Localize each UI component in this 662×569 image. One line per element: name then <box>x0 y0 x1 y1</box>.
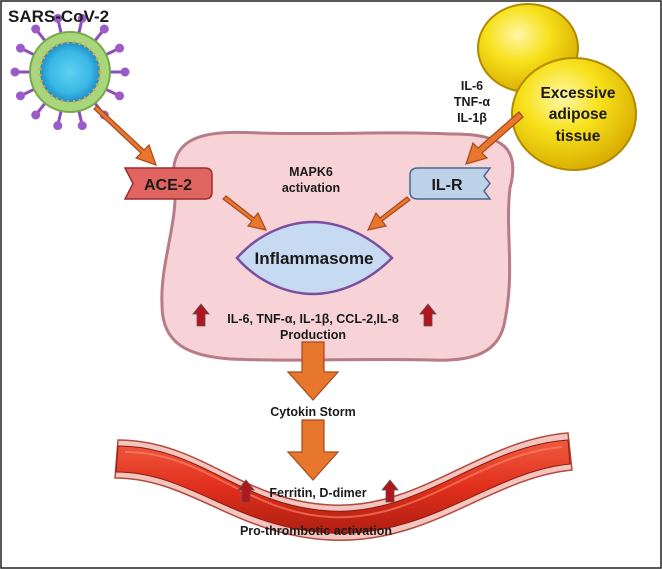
vessel-highlight <box>124 446 563 519</box>
production-label: Production <box>280 328 346 342</box>
virus-spike-head <box>10 67 20 77</box>
adipocyte-front <box>511 57 637 171</box>
virus-spike-head <box>120 67 130 77</box>
adipose-label-2: adipose <box>549 106 608 123</box>
virus-spike-head <box>31 24 41 34</box>
virus-icon <box>10 13 130 131</box>
adipose-label-1: Excessive <box>541 85 616 102</box>
virus-spike-head <box>77 121 87 131</box>
virus-spike-head <box>15 43 25 53</box>
mapk-label-1: MAPK6 <box>289 165 333 179</box>
prothrombotic-label: Pro-thrombotic activation <box>240 524 392 538</box>
virus-spike-head <box>15 91 25 101</box>
cytokine-storm-label: Cytokin Storm <box>270 405 355 419</box>
up-arrow-icon <box>381 479 399 503</box>
arrow-storm-to-vessel <box>286 419 340 481</box>
production-cytokines: IL-6, TNF-α, IL-1β, CCL-2,IL-8 <box>227 312 399 326</box>
adipose-label-3: tissue <box>556 128 601 145</box>
vessel-wall <box>114 432 573 541</box>
adipose-cytokine-1: IL-6 <box>461 79 483 93</box>
virus-label: SARS-CoV-2 <box>8 7 109 26</box>
up-arrow-icon <box>192 303 210 327</box>
adipose-icon <box>477 3 637 171</box>
up-arrow-icon <box>237 479 255 503</box>
arrow-virus-to-ace2 <box>93 105 157 166</box>
virus-spike-head <box>77 13 87 23</box>
arrow-ace2-to-inflammasome <box>222 195 268 231</box>
vessel-lumen <box>115 439 571 534</box>
blood-vessel <box>114 432 573 541</box>
virus-rna-ring <box>38 40 102 104</box>
ilr-receptor <box>409 167 492 200</box>
virus-spike-head <box>115 91 125 101</box>
adipose-cytokine-3: IL-1β <box>457 111 487 125</box>
inflammasome-shape <box>235 220 394 296</box>
virus-core <box>40 42 100 102</box>
arrow-adipose-to-ilr <box>465 111 524 165</box>
ilr-label: IL-R <box>431 177 463 194</box>
vessel-markers-label: Ferritin, D-dimer <box>269 486 366 500</box>
virus-spike-head <box>53 121 63 131</box>
adipose-cytokine-2: TNF-α <box>454 95 490 109</box>
up-arrow-icon <box>419 303 437 327</box>
ilr-receptor-shape <box>409 167 492 200</box>
arrow-ilr-to-inflammasome <box>366 196 411 231</box>
arrow-cell-to-storm <box>286 341 340 401</box>
ace2-receptor-shape <box>123 167 213 200</box>
inflammasome-label: Inflammasome <box>254 249 373 268</box>
virus-spike-head <box>31 110 41 120</box>
ace2-label: ACE-2 <box>144 177 192 194</box>
virus-spike-head <box>99 24 109 34</box>
ace2-receptor <box>123 167 213 200</box>
mapk-label-2: activation <box>282 181 340 195</box>
virus-spike-head <box>115 43 125 53</box>
virus-spike-head <box>53 13 63 23</box>
